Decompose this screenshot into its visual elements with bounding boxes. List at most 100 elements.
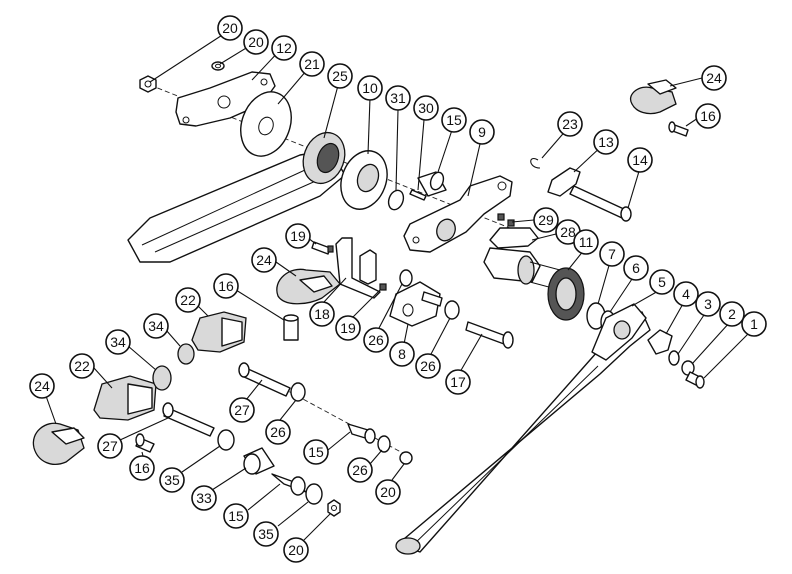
callout-39: [29, 373, 55, 399]
callout-label-24: 2: [728, 306, 736, 322]
bolt-17: [465, 321, 514, 349]
callout-label-34: 8: [398, 346, 406, 362]
callout-46: [159, 467, 185, 493]
callout-label-47: 33: [196, 490, 212, 506]
callout-label-5: 25: [332, 68, 348, 84]
pawl-13: [547, 167, 581, 197]
callout-label-51: 20: [288, 542, 304, 558]
callout-label-15: 16: [700, 108, 716, 124]
callout-label-14: 24: [706, 70, 722, 86]
side-plate-12: [175, 71, 276, 127]
callout-label-17: 28: [560, 224, 576, 240]
callout-37: [69, 353, 95, 379]
callout-7: [385, 85, 411, 111]
callout-49: [223, 503, 249, 529]
bolt-27-lower: [162, 402, 215, 437]
callout-label-41: 26: [270, 424, 286, 440]
washer-3: [668, 350, 680, 366]
callout-1: [217, 15, 243, 41]
spacer-15-lower: [271, 473, 307, 496]
spacer-15-lower-right: [347, 423, 376, 444]
hinge-22-upper: [191, 311, 247, 353]
spring-clip-23: [530, 158, 541, 169]
callout-21: [649, 269, 675, 295]
callout-36: [445, 369, 471, 395]
callout-label-25: 1: [750, 316, 758, 332]
pin-16-lower: [135, 433, 155, 453]
callout-label-33: 26: [368, 332, 384, 348]
callout-16: [533, 207, 559, 233]
callout-40: [229, 397, 255, 423]
callout-label-37: 22: [74, 358, 90, 374]
callout-50: [253, 521, 279, 547]
callout-label-18: 11: [579, 234, 594, 250]
callout-label-12: 13: [598, 134, 614, 150]
callout-5: [327, 63, 353, 89]
pin-30: [409, 189, 427, 201]
callout-label-21: 5: [658, 274, 666, 290]
washer-26-upper: [399, 269, 413, 287]
callout-layer: 20 20 12 21 25 10 31 30 15 9 23 13: [29, 15, 767, 563]
callout-label-42: 27: [102, 438, 118, 454]
callout-label-49: 15: [228, 508, 244, 524]
callout-label-39: 24: [34, 378, 50, 394]
callout-44: [303, 439, 329, 465]
callout-label-44: 15: [308, 444, 324, 460]
callout-32: [335, 315, 361, 341]
gear-11: [547, 267, 585, 321]
callout-label-4: 21: [304, 56, 320, 72]
callout-34: [389, 341, 415, 367]
callout-3: [271, 35, 297, 61]
callout-label-28: 16: [218, 278, 234, 294]
bolt-19-lower: [379, 283, 387, 291]
hook-24-lower: [32, 422, 85, 465]
sleeve-33: [243, 447, 275, 475]
callout-12: [593, 129, 619, 155]
callout-38: [105, 329, 131, 355]
callout-15: [695, 103, 721, 129]
nut-20-bottom: [327, 499, 341, 517]
callout-45: [347, 457, 373, 483]
spacer-15-upper: [417, 171, 447, 197]
callout-14: [701, 65, 727, 91]
callout-27: [251, 247, 277, 273]
callout-26: [285, 223, 311, 249]
callout-label-36: 17: [450, 374, 466, 390]
washer-26-mid: [444, 300, 460, 320]
bolts-29: [497, 213, 515, 227]
washer-34-lower: [152, 365, 172, 391]
pin-16-upper: [668, 121, 689, 137]
callout-label-48: 20: [380, 484, 396, 500]
nut-20-lower-right: [399, 451, 413, 465]
callout-label-35: 26: [420, 358, 436, 374]
callout-31: [309, 301, 335, 327]
callout-19: [599, 241, 625, 267]
callout-4: [299, 51, 325, 77]
washer-26-lower-right: [377, 435, 391, 453]
pin-16-middle: [283, 314, 299, 341]
callout-11: [557, 111, 583, 137]
callout-label-19: 7: [608, 246, 616, 262]
bolt-19-upper: [311, 241, 334, 255]
callout-28: [213, 273, 239, 299]
nut-20-top: [139, 75, 157, 93]
callout-label-38: 34: [110, 334, 126, 350]
callout-2: [243, 29, 269, 55]
callout-label-46: 35: [164, 472, 180, 488]
washer-26-lower-left: [290, 382, 306, 402]
callout-label-1: 20: [222, 20, 238, 36]
callout-label-8: 30: [418, 100, 434, 116]
callout-label-23: 3: [704, 296, 712, 312]
callout-23: [695, 291, 721, 317]
callout-8: [413, 95, 439, 121]
callout-label-2: 20: [248, 34, 264, 50]
callout-label-7: 31: [390, 90, 406, 106]
callout-label-30: 34: [148, 318, 164, 334]
callout-label-31: 18: [314, 306, 330, 322]
callout-label-43: 16: [134, 460, 150, 476]
drum-assembly-28: [483, 227, 561, 291]
callout-label-32: 19: [340, 320, 356, 336]
callout-label-26: 19: [290, 228, 306, 244]
callout-label-22: 4: [682, 286, 690, 302]
